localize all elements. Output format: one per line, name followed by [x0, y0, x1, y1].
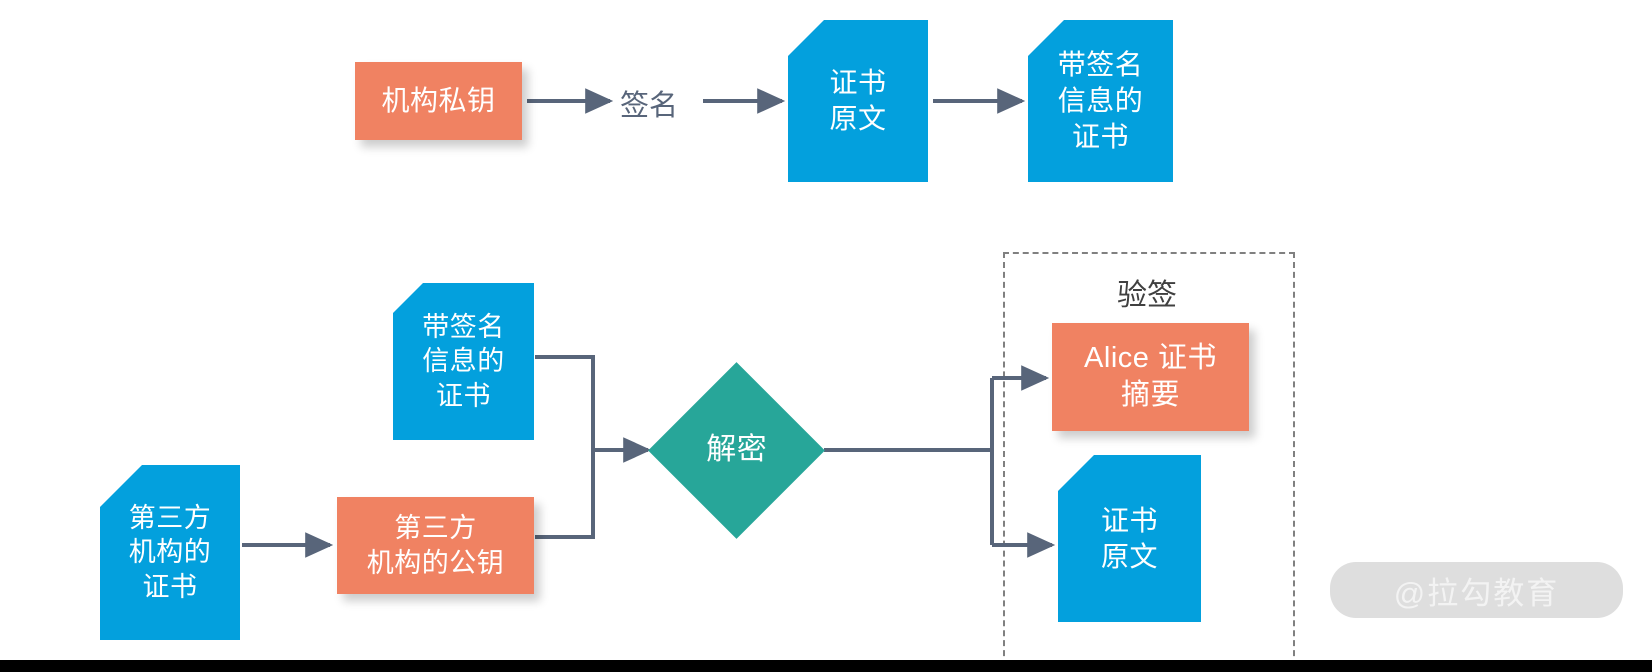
node-issuer-private-key[interactable]: 机构私钥 — [355, 62, 522, 140]
verify-group-title: 验签 — [1117, 279, 1177, 312]
node-third-party-certificate-label: 第三方 机构的 证书 — [128, 502, 212, 602]
node-signed-certificate-bottom-label: 带签名 信息的 证书 — [422, 311, 505, 411]
node-alice-certificate-digest-label: Alice 证书 摘要 — [1084, 341, 1217, 411]
node-third-party-public-key[interactable]: 第三方 机构的公钥 — [337, 497, 534, 594]
node-decrypt-label: 解密 — [706, 433, 768, 467]
edge-label-sign: 签名 — [620, 90, 679, 122]
node-certificate-plaintext-top-label: 证书 原文 — [829, 67, 887, 134]
node-third-party-public-key-label: 第三方 机构的公钥 — [366, 512, 505, 578]
node-alice-certificate-digest[interactable]: Alice 证书 摘要 — [1052, 323, 1249, 431]
node-signed-certificate-bottom[interactable]: 带签名 信息的 证书 — [393, 283, 534, 440]
verify-group-box — [1003, 252, 1295, 672]
node-certificate-plaintext-verify-label: 证书 原文 — [1100, 504, 1158, 572]
node-third-party-certificate[interactable]: 第三方 机构的 证书 — [100, 465, 240, 640]
watermark-badge: @拉勾教育 — [1330, 562, 1623, 618]
node-certificate-plaintext-top[interactable]: 证书 原文 — [788, 20, 928, 182]
edge-merge-to-decrypt — [535, 355, 595, 539]
bottom-black-band — [0, 660, 1652, 672]
watermark-text: @拉勾教育 — [1393, 575, 1560, 611]
node-signed-certificate-top-label: 带签名 信息的 证书 — [1057, 49, 1144, 152]
node-certificate-plaintext-verify[interactable]: 证书 原文 — [1058, 455, 1201, 622]
node-issuer-private-key-label: 机构私钥 — [381, 85, 496, 117]
node-decrypt[interactable]: 解密 — [648, 362, 825, 539]
node-signed-certificate-top[interactable]: 带签名 信息的 证书 — [1028, 20, 1173, 182]
